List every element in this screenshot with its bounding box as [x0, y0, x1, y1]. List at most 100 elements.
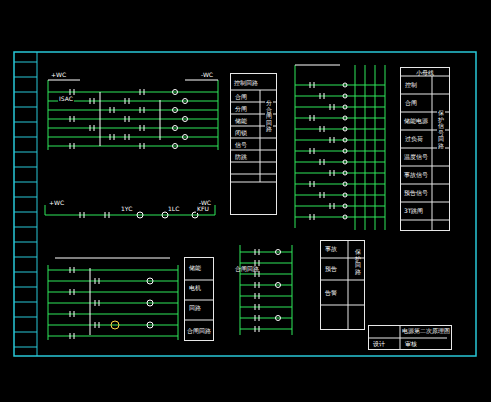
wire: [55, 258, 170, 259]
wire: [375, 65, 376, 230]
wire: [324, 93, 325, 99]
wire: [14, 212, 37, 213]
schematic-label: 预告: [324, 266, 338, 273]
table-title: 合闸回路: [235, 266, 259, 273]
wire: [80, 212, 81, 218]
coil-symbol: [173, 90, 178, 95]
wire: [292, 245, 293, 335]
wire: [365, 65, 366, 230]
schematic-label: 信号: [234, 142, 248, 149]
wire: [334, 170, 335, 176]
wire: [255, 326, 256, 332]
wire: [48, 110, 218, 111]
wire: [14, 242, 37, 243]
wire: [310, 115, 311, 121]
wire: [90, 98, 91, 104]
coil-symbol: [183, 135, 188, 140]
wire: [114, 134, 115, 140]
wire: [99, 300, 100, 306]
schematic-label: 事故: [324, 246, 338, 253]
wire: [48, 137, 218, 138]
wire: [314, 148, 315, 154]
wire: [48, 292, 178, 293]
drawing-border: [14, 52, 476, 356]
wire: [334, 104, 335, 110]
wire: [240, 274, 292, 275]
wire: [314, 214, 315, 220]
schematic-label: 预告信号: [403, 190, 429, 197]
wire: [231, 138, 276, 139]
wire: [105, 212, 106, 218]
wire: [185, 80, 218, 81]
wire: [14, 137, 37, 138]
wire: [95, 322, 96, 328]
schematic-label: 1LC: [167, 206, 180, 213]
wire: [74, 89, 75, 95]
schematic-label: 3T跳闸: [403, 208, 424, 215]
coil-symbol: [173, 126, 178, 131]
wire: [48, 80, 80, 81]
wire: [295, 85, 385, 86]
wire: [240, 252, 292, 253]
wire: [259, 293, 260, 299]
wire: [74, 116, 75, 122]
wire: [259, 304, 260, 310]
wire: [48, 270, 178, 271]
wire: [255, 249, 256, 255]
wire: [144, 125, 145, 131]
wire: [160, 100, 161, 140]
wire: [48, 303, 178, 304]
wire: [321, 305, 364, 306]
table-title: 小母线: [416, 70, 434, 77]
schematic-label: 合闸: [404, 100, 418, 107]
wire: [140, 107, 141, 113]
wire: [400, 326, 401, 349]
wire: [255, 315, 256, 321]
wire: [240, 296, 292, 297]
wire: [14, 227, 37, 228]
wire: [255, 282, 256, 288]
wire: [14, 122, 37, 123]
wire: [14, 317, 37, 318]
wire: [95, 278, 96, 284]
wire: [129, 116, 130, 122]
wire: [48, 281, 178, 282]
wire: [310, 82, 311, 88]
coil-symbol: [343, 94, 347, 98]
coil-symbol: [343, 182, 347, 186]
wire: [231, 150, 276, 151]
wire: [14, 167, 37, 168]
schematic-label: 审核: [404, 341, 418, 348]
wire: [70, 267, 71, 273]
wire: [310, 214, 311, 220]
wire: [95, 300, 96, 306]
wire: [14, 287, 37, 288]
coil-symbol: [343, 83, 347, 87]
wire: [259, 282, 260, 288]
wire: [330, 104, 331, 110]
schematic-label: 事故信号: [403, 172, 429, 179]
wire: [240, 245, 241, 335]
wire: [314, 181, 315, 187]
wire: [320, 93, 321, 99]
wire: [74, 267, 75, 273]
schematic-label: 回路: [188, 305, 202, 312]
wire: [295, 173, 385, 174]
wire: [231, 162, 276, 163]
schematic-label: 设计: [372, 341, 386, 348]
wire: [14, 197, 37, 198]
coil-symbol: [343, 204, 347, 208]
wire: [320, 159, 321, 165]
schematic-label: 保护信号回路: [437, 110, 445, 150]
wire: [185, 320, 213, 321]
wire: [144, 107, 145, 113]
table-box: 保护回路: [320, 240, 365, 330]
wire: [125, 98, 126, 104]
wire: [14, 152, 37, 153]
wire: [295, 140, 385, 141]
wire: [14, 77, 37, 78]
coil-symbol: [276, 316, 281, 321]
wire: [369, 338, 447, 339]
coil-symbol: [343, 149, 347, 153]
schematic-label: 合闸: [234, 94, 248, 101]
